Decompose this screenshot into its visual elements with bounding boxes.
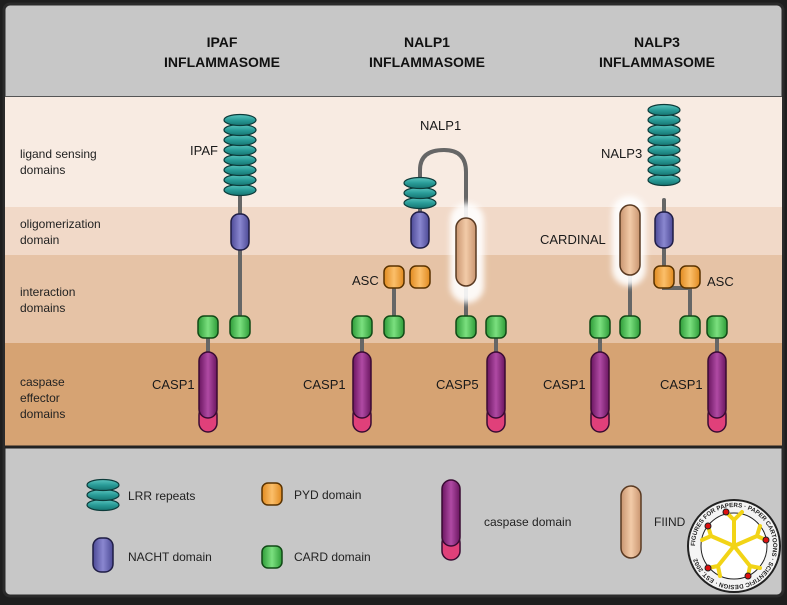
- band-oligomerization: [5, 207, 782, 255]
- band-label-oligo-2: domain: [20, 233, 59, 247]
- caspase-casp1-nalp3b: [707, 351, 727, 419]
- label-casp1-nalp3b: CASP1: [660, 377, 703, 392]
- lrr-ipaf-repeat: [223, 163, 257, 177]
- legend-label-card: CARD domain: [294, 550, 371, 564]
- lrr-nalp3-repeat: [647, 163, 681, 177]
- band-label-interaction-1: interaction: [20, 285, 75, 299]
- lrr-nalp1-repeat: [403, 186, 437, 200]
- title-nalp3: NALP3 INFLAMMASOME: [599, 34, 715, 70]
- card-casp1-nalp3a: [589, 315, 611, 339]
- band-label-effector-2: effector: [20, 391, 60, 405]
- legend-label-caspase: caspase domain: [484, 515, 571, 529]
- lrr-ipaf-repeat: [223, 153, 257, 167]
- pyd-asc-nalp3: [679, 265, 701, 289]
- title-ipaf-line2: INFLAMMASOME: [164, 54, 280, 70]
- caspase-casp1-nalp3a: [590, 351, 610, 419]
- band-label-effector-3: domains: [20, 407, 65, 421]
- fiind-cardinal: [619, 204, 641, 276]
- card-asc-nalp1: [383, 315, 405, 339]
- lrr-ipaf-repeat: [223, 113, 257, 127]
- lrr-nalp3-repeat: [647, 103, 681, 117]
- caspase-casp5: [486, 351, 506, 419]
- legend-lrr-icon-repeat: [86, 478, 120, 492]
- nacht-ipaf: [230, 213, 250, 251]
- legend-label-nacht: NACHT domain: [128, 550, 212, 564]
- title-nalp1-line1: NALP1: [404, 34, 450, 50]
- label-casp1-nalp1: CASP1: [303, 377, 346, 392]
- legend-fiind-icon: [620, 485, 642, 559]
- lrr-nalp3-repeat: [647, 123, 681, 137]
- card-nalp1: [455, 315, 477, 339]
- band-label-interaction-2: domains: [20, 301, 65, 315]
- label-casp1-ipaf: CASP1: [152, 377, 195, 392]
- nacht-nalp1: [410, 211, 430, 249]
- title-nalp1: NALP1 INFLAMMASOME: [369, 34, 485, 70]
- card-casp1-nalp3b: [706, 315, 728, 339]
- band-caspase-effector: [5, 343, 782, 446]
- legend-caspase-icon: [441, 479, 461, 547]
- legend-label-lrr: LRR repeats: [128, 489, 195, 503]
- legend-pyd-icon: [261, 482, 283, 506]
- legend-nacht-icon: [92, 537, 114, 573]
- legend-lrr-icon-repeat: [86, 498, 120, 512]
- title-nalp3-line2: INFLAMMASOME: [599, 54, 715, 70]
- card-ipaf-casp1: [197, 315, 219, 339]
- caspase-casp1-nalp1: [352, 351, 372, 419]
- logo-antibodies: [700, 508, 770, 580]
- card-casp5: [485, 315, 507, 339]
- legend-label-fiind: FIIND: [654, 515, 686, 529]
- lrr-ipaf-repeat: [223, 183, 257, 197]
- card-ipaf: [229, 315, 251, 339]
- lrr-ipaf-repeat: [223, 143, 257, 157]
- legend-label-pyd: PYD domain: [294, 488, 361, 502]
- label-asc-nalp3: ASC: [707, 274, 734, 289]
- legend: LRR repeats NACHT domain PYD domain CARD…: [128, 488, 686, 564]
- lrr-nalp1-repeat: [403, 196, 437, 210]
- lrr-ipaf-repeat: [223, 123, 257, 137]
- label-casp5: CASP5: [436, 377, 479, 392]
- lrr-nalp3-repeat: [647, 133, 681, 147]
- label-cardinal: CARDINAL: [540, 232, 606, 247]
- logo-seal: FIGURES FOR PAPERS · PAPER CARTOONS · SC…: [687, 499, 781, 593]
- band-label-ligand-2: domains: [20, 163, 65, 177]
- legend-card-icon: [261, 545, 283, 569]
- lrr-nalp3-repeat: [647, 173, 681, 187]
- lrr-ipaf-repeat: [223, 133, 257, 147]
- band-label-oligo-1: oligomerization: [20, 217, 101, 231]
- domain-shapes: [86, 103, 728, 573]
- lrr-ipaf-repeat: [223, 173, 257, 187]
- lrr-nalp3-repeat: [647, 143, 681, 157]
- fiind-nalp1: [455, 217, 477, 287]
- nacht-nalp3: [654, 211, 674, 249]
- card-cardinal: [619, 315, 641, 339]
- lrr-nalp3-repeat: [647, 113, 681, 127]
- lrr-nalp3-repeat: [647, 153, 681, 167]
- title-ipaf: IPAF INFLAMMASOME: [164, 34, 280, 70]
- legend-lrr-icon-repeat: [86, 488, 120, 502]
- title-nalp1-line2: INFLAMMASOME: [369, 54, 485, 70]
- card-casp1-nalp1: [351, 315, 373, 339]
- label-nalp1: NALP1: [420, 118, 461, 133]
- pyd-nalp1: [409, 265, 431, 289]
- title-ipaf-line1: IPAF: [207, 34, 238, 50]
- card-asc-nalp3: [679, 315, 701, 339]
- label-asc-nalp1: ASC: [352, 273, 379, 288]
- label-nalp3: NALP3: [601, 146, 642, 161]
- band-label-ligand-1: ligand sensing: [20, 147, 97, 161]
- pyd-nalp3: [653, 265, 675, 289]
- band-label-effector-1: caspase: [20, 375, 65, 389]
- label-casp1-nalp3a: CASP1: [543, 377, 586, 392]
- pyd-asc-nalp1: [383, 265, 405, 289]
- label-ipaf: IPAF: [190, 143, 218, 158]
- caspase-ipaf-casp1: [198, 351, 218, 419]
- title-nalp3-line1: NALP3: [634, 34, 680, 50]
- lrr-nalp1-repeat: [403, 176, 437, 190]
